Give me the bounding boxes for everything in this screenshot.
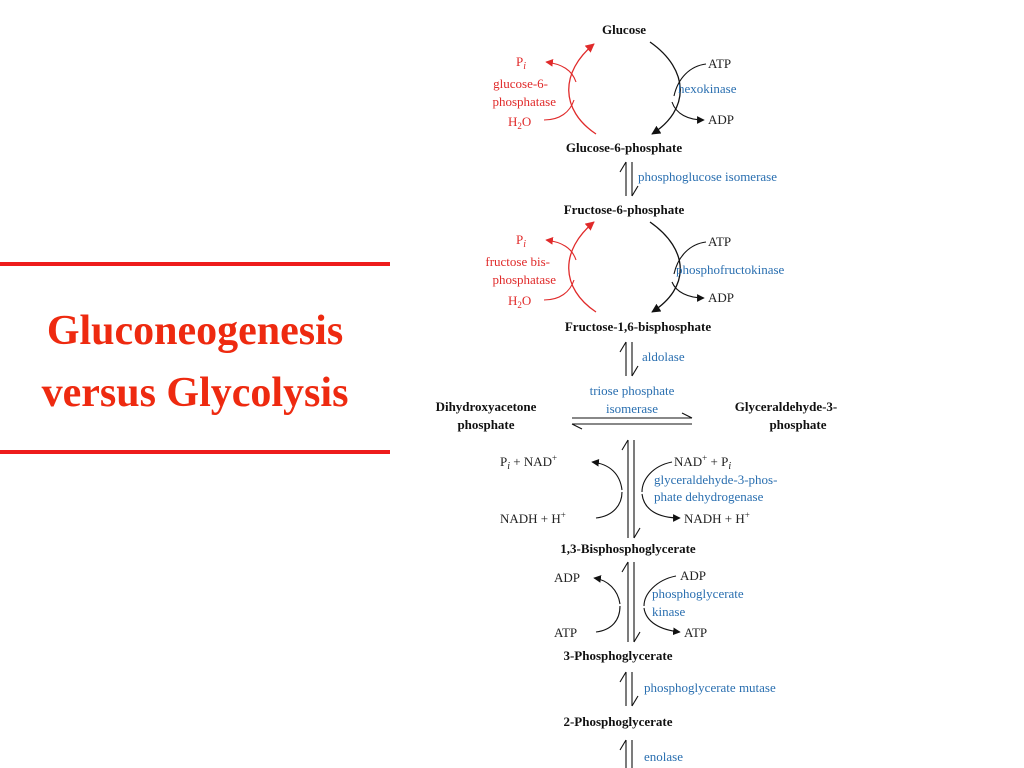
cofactor-adp-2: ADP — [708, 290, 734, 305]
cofactor-atp-2: ATP — [708, 234, 731, 249]
metabolite-f6p: Fructose-6-phosphate — [564, 202, 685, 217]
enzyme-gapdh-line-1: glyceraldehyde-3-phos- — [654, 472, 777, 487]
cofactor-adp-right: ADP — [680, 568, 706, 583]
nad-in-arc — [641, 461, 673, 493]
h2o-in-arc-2 — [543, 279, 575, 301]
cofactor-atp-right: ATP — [684, 625, 707, 640]
cofactor-pi-red-1: Pi — [516, 54, 526, 72]
metabolite-13bpg: 1,3-Bisphosphoglycerate — [560, 541, 696, 556]
atp-out-arc-pgk — [643, 607, 681, 636]
atp-in-arc-left — [595, 605, 621, 633]
slide-title-line-2: versus Glycolysis — [41, 370, 349, 416]
metabolite-dhap-line-2: phosphate — [457, 417, 514, 432]
equilibrium-arrow-enolase — [619, 739, 633, 768]
enzyme-aldolase: aldolase — [642, 349, 685, 364]
enzyme-g6pase-line-1: glucose-6- — [493, 76, 548, 91]
cofactor-atp-left: ATP — [554, 625, 577, 640]
enzyme-phosphoglucose-isomerase: phosphoglucose isomerase — [638, 169, 777, 184]
metabolite-3pg: 3-Phosphoglycerate — [563, 648, 672, 663]
enzyme-tpi-line-1: triose phosphate — [590, 383, 675, 398]
nadh-out-arc — [641, 493, 681, 522]
title-bottom-rule — [0, 450, 390, 454]
metabolite-gap-line-1: Glyceraldehyde-3- — [735, 399, 838, 414]
cofactor-pi-nad-left: Pi + NAD+ — [500, 453, 557, 472]
enzyme-hexokinase: hexokinase — [678, 81, 737, 96]
metabolite-glucose: Glucose — [602, 22, 646, 37]
adp-out-arc-1 — [671, 101, 705, 124]
cofactor-h2o-1: H2O — [508, 114, 531, 131]
adp-out-arc-left — [593, 575, 621, 605]
cofactor-atp-1: ATP — [708, 56, 731, 71]
atp-in-arc-2 — [673, 241, 707, 275]
equilibrium-arrow-pgk — [621, 561, 641, 643]
cofactor-nadh-left: NADH + H+ — [500, 510, 566, 526]
hexokinase-arc — [649, 41, 681, 135]
adp-out-arc-2 — [671, 281, 705, 302]
metabolite-2pg: 2-Phosphoglycerate — [563, 714, 672, 729]
metabolite-gap-line-2: phosphate — [769, 417, 826, 432]
enzyme-phosphoglycerate-mutase: phosphoglycerate mutase — [644, 680, 776, 695]
cofactor-h2o-2: H2O — [508, 293, 531, 310]
title-top-rule — [0, 262, 390, 266]
cofactor-adp-left: ADP — [554, 570, 580, 585]
metabolite-g6p: Glucose-6-phosphate — [566, 140, 683, 155]
cofactor-adp-1: ADP — [708, 112, 734, 127]
slide-title-line-1: Gluconeogenesis — [46, 308, 344, 354]
equilibrium-arrow-pgi — [619, 161, 639, 197]
pi-out-arc-2 — [545, 237, 577, 261]
enzyme-fbpase-line-2: phosphatase — [492, 272, 556, 287]
pfk-arc — [649, 221, 681, 313]
nad-out-arc-left — [591, 458, 623, 491]
enzyme-pgk-line-1: phosphoglycerate — [652, 586, 744, 601]
cofactor-pi-red-2: Pi — [516, 232, 526, 250]
cofactor-nad-pi-right: NAD+ + Pi — [674, 453, 731, 472]
enzyme-enolase: enolase — [644, 749, 683, 764]
pi-out-arc-1 — [545, 59, 577, 83]
adp-in-arc-pgk — [643, 575, 677, 607]
equilibrium-arrow-gapdh — [621, 439, 641, 539]
metabolite-dhap-line-1: Dihydroxyacetone — [436, 399, 537, 414]
nadh-in-arc-left — [595, 491, 623, 519]
enzyme-fbpase-line-1: fructose bis- — [485, 254, 550, 269]
enzyme-g6pase-line-2: phosphatase — [492, 94, 556, 109]
enzyme-gapdh-line-2: phate dehydrogenase — [654, 489, 764, 504]
equilibrium-arrow-pgm — [619, 671, 639, 707]
metabolite-f16bp: Fructose-1,6-bisphosphate — [565, 319, 711, 334]
equilibrium-arrow-tpi — [571, 412, 693, 430]
h2o-in-arc-1 — [543, 99, 575, 121]
equilibrium-arrow-aldolase — [619, 341, 639, 377]
atp-in-arc-1 — [673, 63, 707, 97]
cofactor-nadh-right: NADH + H+ — [684, 510, 750, 526]
enzyme-pgk-line-2: kinase — [652, 604, 685, 619]
fbpase-arc — [568, 221, 597, 313]
enzyme-phosphofructokinase: phosphofructokinase — [676, 262, 785, 277]
enzyme-tpi-line-2: isomerase — [606, 401, 658, 416]
g6pase-arc — [568, 43, 597, 135]
